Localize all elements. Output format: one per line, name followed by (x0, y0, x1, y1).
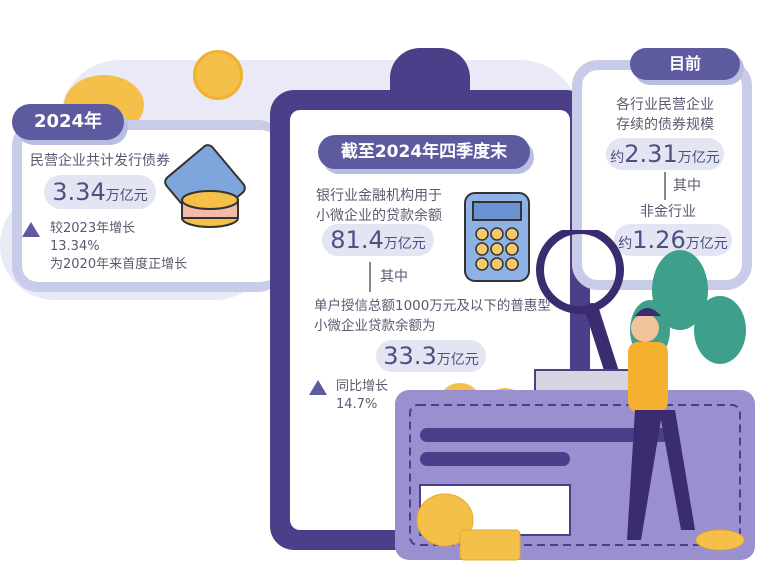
center-sub-label: 其中 (380, 269, 408, 285)
up-triangle-icon (22, 222, 40, 237)
left-unit: 万亿元 (105, 188, 148, 204)
left-growth: 较2023年增长 13.34% 为2020年来首度正增长 (50, 221, 188, 272)
right-tag: 目前 (630, 48, 740, 80)
center-value-pill: 81.4万亿元 (322, 224, 434, 256)
clipboard-clip (390, 48, 470, 100)
right-value-pill: 约2.31万亿元 (606, 138, 724, 170)
center-label: 银行业金融机构用于 小微企业的贷款余额 (316, 188, 442, 224)
center-value: 81.4 (330, 226, 384, 254)
up-triangle-icon (309, 380, 327, 395)
left-label: 民营企业共计发行债券 (30, 153, 170, 169)
center-sub-value-pill: 33.3万亿元 (376, 340, 486, 372)
card-coins-icon (164, 144, 246, 228)
right-label: 各行业民营企业 存续的债券规模 (616, 97, 714, 133)
person-icon (627, 308, 695, 540)
center-growth: 同比增长 14.7% (336, 379, 389, 412)
center-tag: 截至2024年四季度末 (318, 135, 530, 169)
divider-line (369, 262, 371, 292)
right-sub-title: 非金行业 (640, 204, 696, 220)
left-value: 3.34 (52, 178, 106, 206)
divider-line (664, 172, 666, 200)
left-tag: 2024年 (12, 104, 124, 140)
right-sub-value-pill: 约1.26万亿元 (614, 224, 732, 256)
right-sub-label: 其中 (673, 178, 701, 194)
coin-stack-icon (416, 493, 745, 561)
left-value-pill: 3.34万亿元 (44, 175, 156, 209)
center-sub-text: 单户授信总额1000万元及以下的普惠型 小微企业贷款余额为 (314, 298, 551, 334)
illustration (395, 230, 755, 561)
coin-icon (193, 50, 243, 100)
calculator-icon (464, 192, 530, 282)
